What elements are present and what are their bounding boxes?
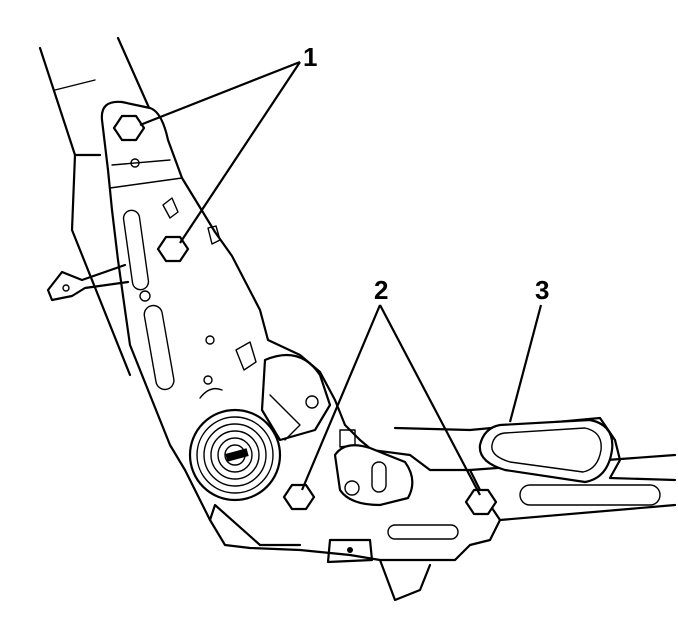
seatback-frame (38, 36, 152, 377)
bolt-lower-left (282, 483, 316, 511)
recliner-spring (188, 353, 332, 502)
callout-3-label: 3 (535, 275, 549, 305)
callout-1-label: 1 (303, 42, 317, 72)
bolt-middle (156, 235, 190, 263)
track-release-handle (478, 418, 614, 484)
release-lever (46, 263, 130, 302)
callout-2-label: 2 (374, 275, 388, 305)
callout-1-leaders (139, 60, 301, 244)
callout-2-leaders (300, 304, 481, 496)
bolt-lower-right (464, 488, 498, 516)
callout-3-leader (508, 304, 543, 423)
bolt-upper (112, 114, 146, 142)
